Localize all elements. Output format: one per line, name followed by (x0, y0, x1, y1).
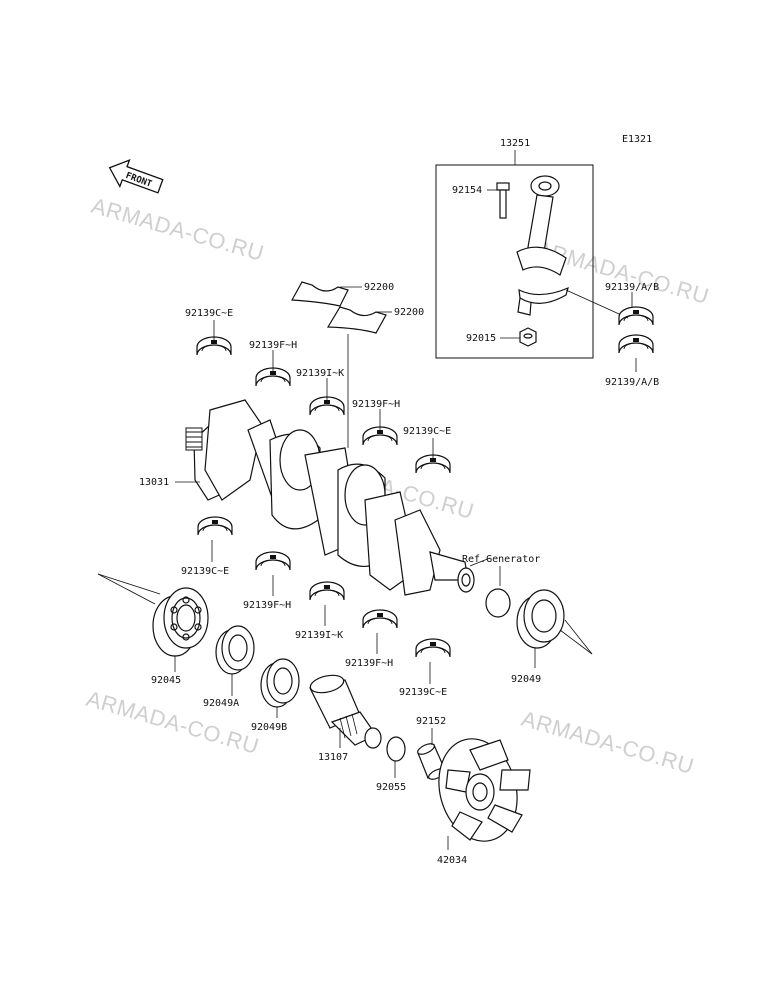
label-92049a: 92049A (203, 698, 239, 709)
label-92139fh-1: 92139F~H (249, 340, 297, 351)
label-92200-2: 92200 (394, 307, 424, 318)
crankshaft-13031 (185, 399, 475, 596)
bearing-shell-92139ik-lower-1 (309, 581, 345, 601)
thrust-washer-92200-1 (291, 281, 349, 307)
connecting-rod (516, 175, 567, 276)
label-92045: 92045 (151, 675, 181, 686)
label-92139ik-2: 92139I~K (295, 630, 343, 641)
watermark: ARMADA-CO.RU (519, 706, 697, 779)
label-92139ce-2: 92139C~E (403, 426, 451, 437)
label-42034: 42034 (437, 855, 467, 866)
label-92049: 92049 (511, 674, 541, 685)
label-92139ik-1: 92139I~K (296, 368, 344, 379)
bearing-shell-92139ab-lower (618, 334, 654, 354)
oil-seal-92049b (260, 658, 300, 708)
label-92139ce-1: 92139C~E (185, 308, 233, 319)
front-arrow-icon: FRONT (108, 158, 164, 194)
label-13031: 13031 (139, 477, 169, 488)
label-92152: 92152 (416, 716, 446, 727)
bearing-shell-92139fh-lower-1 (255, 551, 291, 571)
rod-cap (518, 286, 569, 304)
diagram-code: E1321 (622, 134, 652, 145)
shaft-13107 (309, 674, 382, 749)
label-92154: 92154 (452, 185, 482, 196)
thrust-washer-92200-2 (326, 306, 387, 334)
o-ring-92055 (386, 736, 406, 762)
label-92139ab-2: 92139/A/B (605, 377, 659, 388)
bearing-shell-92139ce-lower-2 (415, 638, 451, 658)
nut-92015 (519, 327, 537, 347)
label-13251: 13251 (500, 138, 530, 149)
label-13107: 13107 (318, 752, 348, 763)
label-92015: 92015 (466, 333, 496, 344)
label-92139ce-4: 92139C~E (399, 687, 447, 698)
ball-bearing-92045 (152, 587, 209, 657)
o-ring-generator (485, 588, 511, 618)
bearing-shell-92139fh-lower-2 (362, 609, 398, 629)
bearing-shell-92139ce-lower-1 (197, 516, 233, 536)
label-92139ce-3: 92139C~E (181, 566, 229, 577)
oil-seal-92049a (215, 625, 255, 675)
bearing-shell-92139ab-upper (618, 306, 654, 326)
label-92139ab-1: 92139/A/B (605, 282, 659, 293)
label-92200-1: 92200 (364, 282, 394, 293)
conrod-group-box (435, 164, 594, 359)
label-92139fh-2: 92139F~H (352, 399, 400, 410)
ref-generator-label: Ref.Generator (462, 554, 540, 565)
bolt-92154 (496, 182, 510, 219)
watermark: ARMADA-CO.RU (89, 193, 267, 266)
coupling-42034 (438, 738, 531, 842)
label-92055: 92055 (376, 782, 406, 793)
label-92139fh-3: 92139F~H (243, 600, 291, 611)
watermark: ARMADA-CO.RU (84, 686, 262, 759)
label-92049b: 92049B (251, 722, 287, 733)
label-92139fh-4: 92139F~H (345, 658, 393, 669)
oil-seal-92049 (516, 589, 565, 649)
